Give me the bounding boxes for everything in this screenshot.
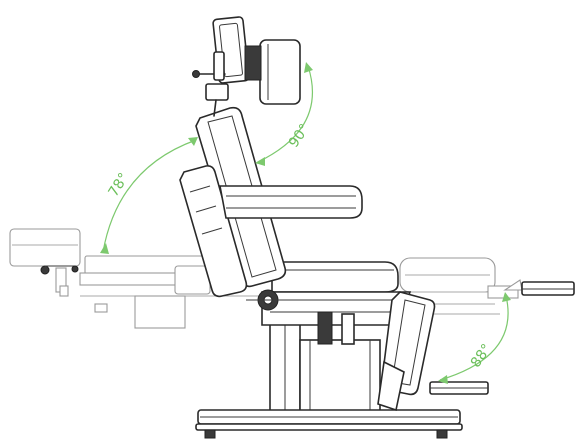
lift-cover: [299, 339, 381, 413]
ghost-footrest: [487, 279, 575, 299]
headrest-arc-arrow-end: [255, 157, 265, 166]
backrest-arc-arrow-start: [100, 243, 109, 254]
backrest-arc-arrow-end: [188, 137, 198, 146]
legrest-arc-arrow-start: [502, 292, 511, 302]
headrest-arc-arrow-start: [304, 62, 313, 73]
chair-legrest: [377, 291, 489, 412]
armrest: [219, 185, 363, 219]
angle-annotations: 78° 90° 88°: [100, 62, 511, 384]
legrest-angle-arc: [439, 295, 509, 381]
seat-actuator: [317, 311, 333, 345]
headrest-knob: [192, 70, 200, 78]
headrest-angle-arc: [257, 65, 313, 163]
base-foot-left: [204, 429, 216, 439]
headrest-angle-label: 90°: [286, 121, 313, 151]
chair-headrest: [192, 16, 301, 117]
ghost-frame-block: [134, 295, 186, 329]
ghost-headrest-mount: [40, 265, 79, 297]
ghost-headrest: [9, 228, 81, 267]
legrest-angle-label: 88°: [468, 341, 495, 371]
headrest-post: [205, 83, 229, 101]
base-foot-right: [436, 429, 448, 439]
legrest-arc-arrow-end: [438, 375, 448, 384]
backrest-angle-label: 78°: [106, 170, 133, 200]
headrest-clamp: [244, 45, 262, 81]
seat-cushion: [271, 261, 399, 293]
chair-base: [195, 319, 463, 439]
seat-actuator-right: [341, 313, 355, 345]
headrest-cushion: [259, 39, 301, 105]
chair-backrest: [179, 106, 363, 311]
backrest-angle-arc: [102, 139, 197, 253]
